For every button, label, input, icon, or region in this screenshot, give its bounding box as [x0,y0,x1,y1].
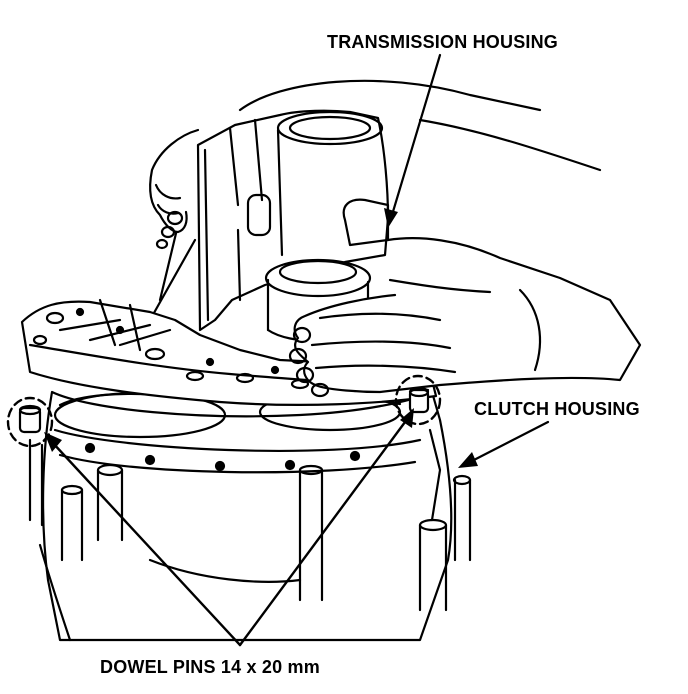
transmission-housing-label: TRANSMISSION HOUSING [327,32,559,52]
left-hand [149,79,602,250]
right-hand [288,237,642,398]
transmission-housing-leader [384,53,442,228]
clutch-housing-body [28,390,472,642]
dowel-pin-right [394,374,442,426]
dowel-pins-leaders [44,408,414,647]
clutch-housing-label: CLUTCH HOUSING [474,399,640,419]
clutch-housing-leader [458,420,550,468]
dowel-pins-label: DOWEL PINS 14 x 20 mm [100,657,320,677]
dowel-pin-left [6,396,54,448]
